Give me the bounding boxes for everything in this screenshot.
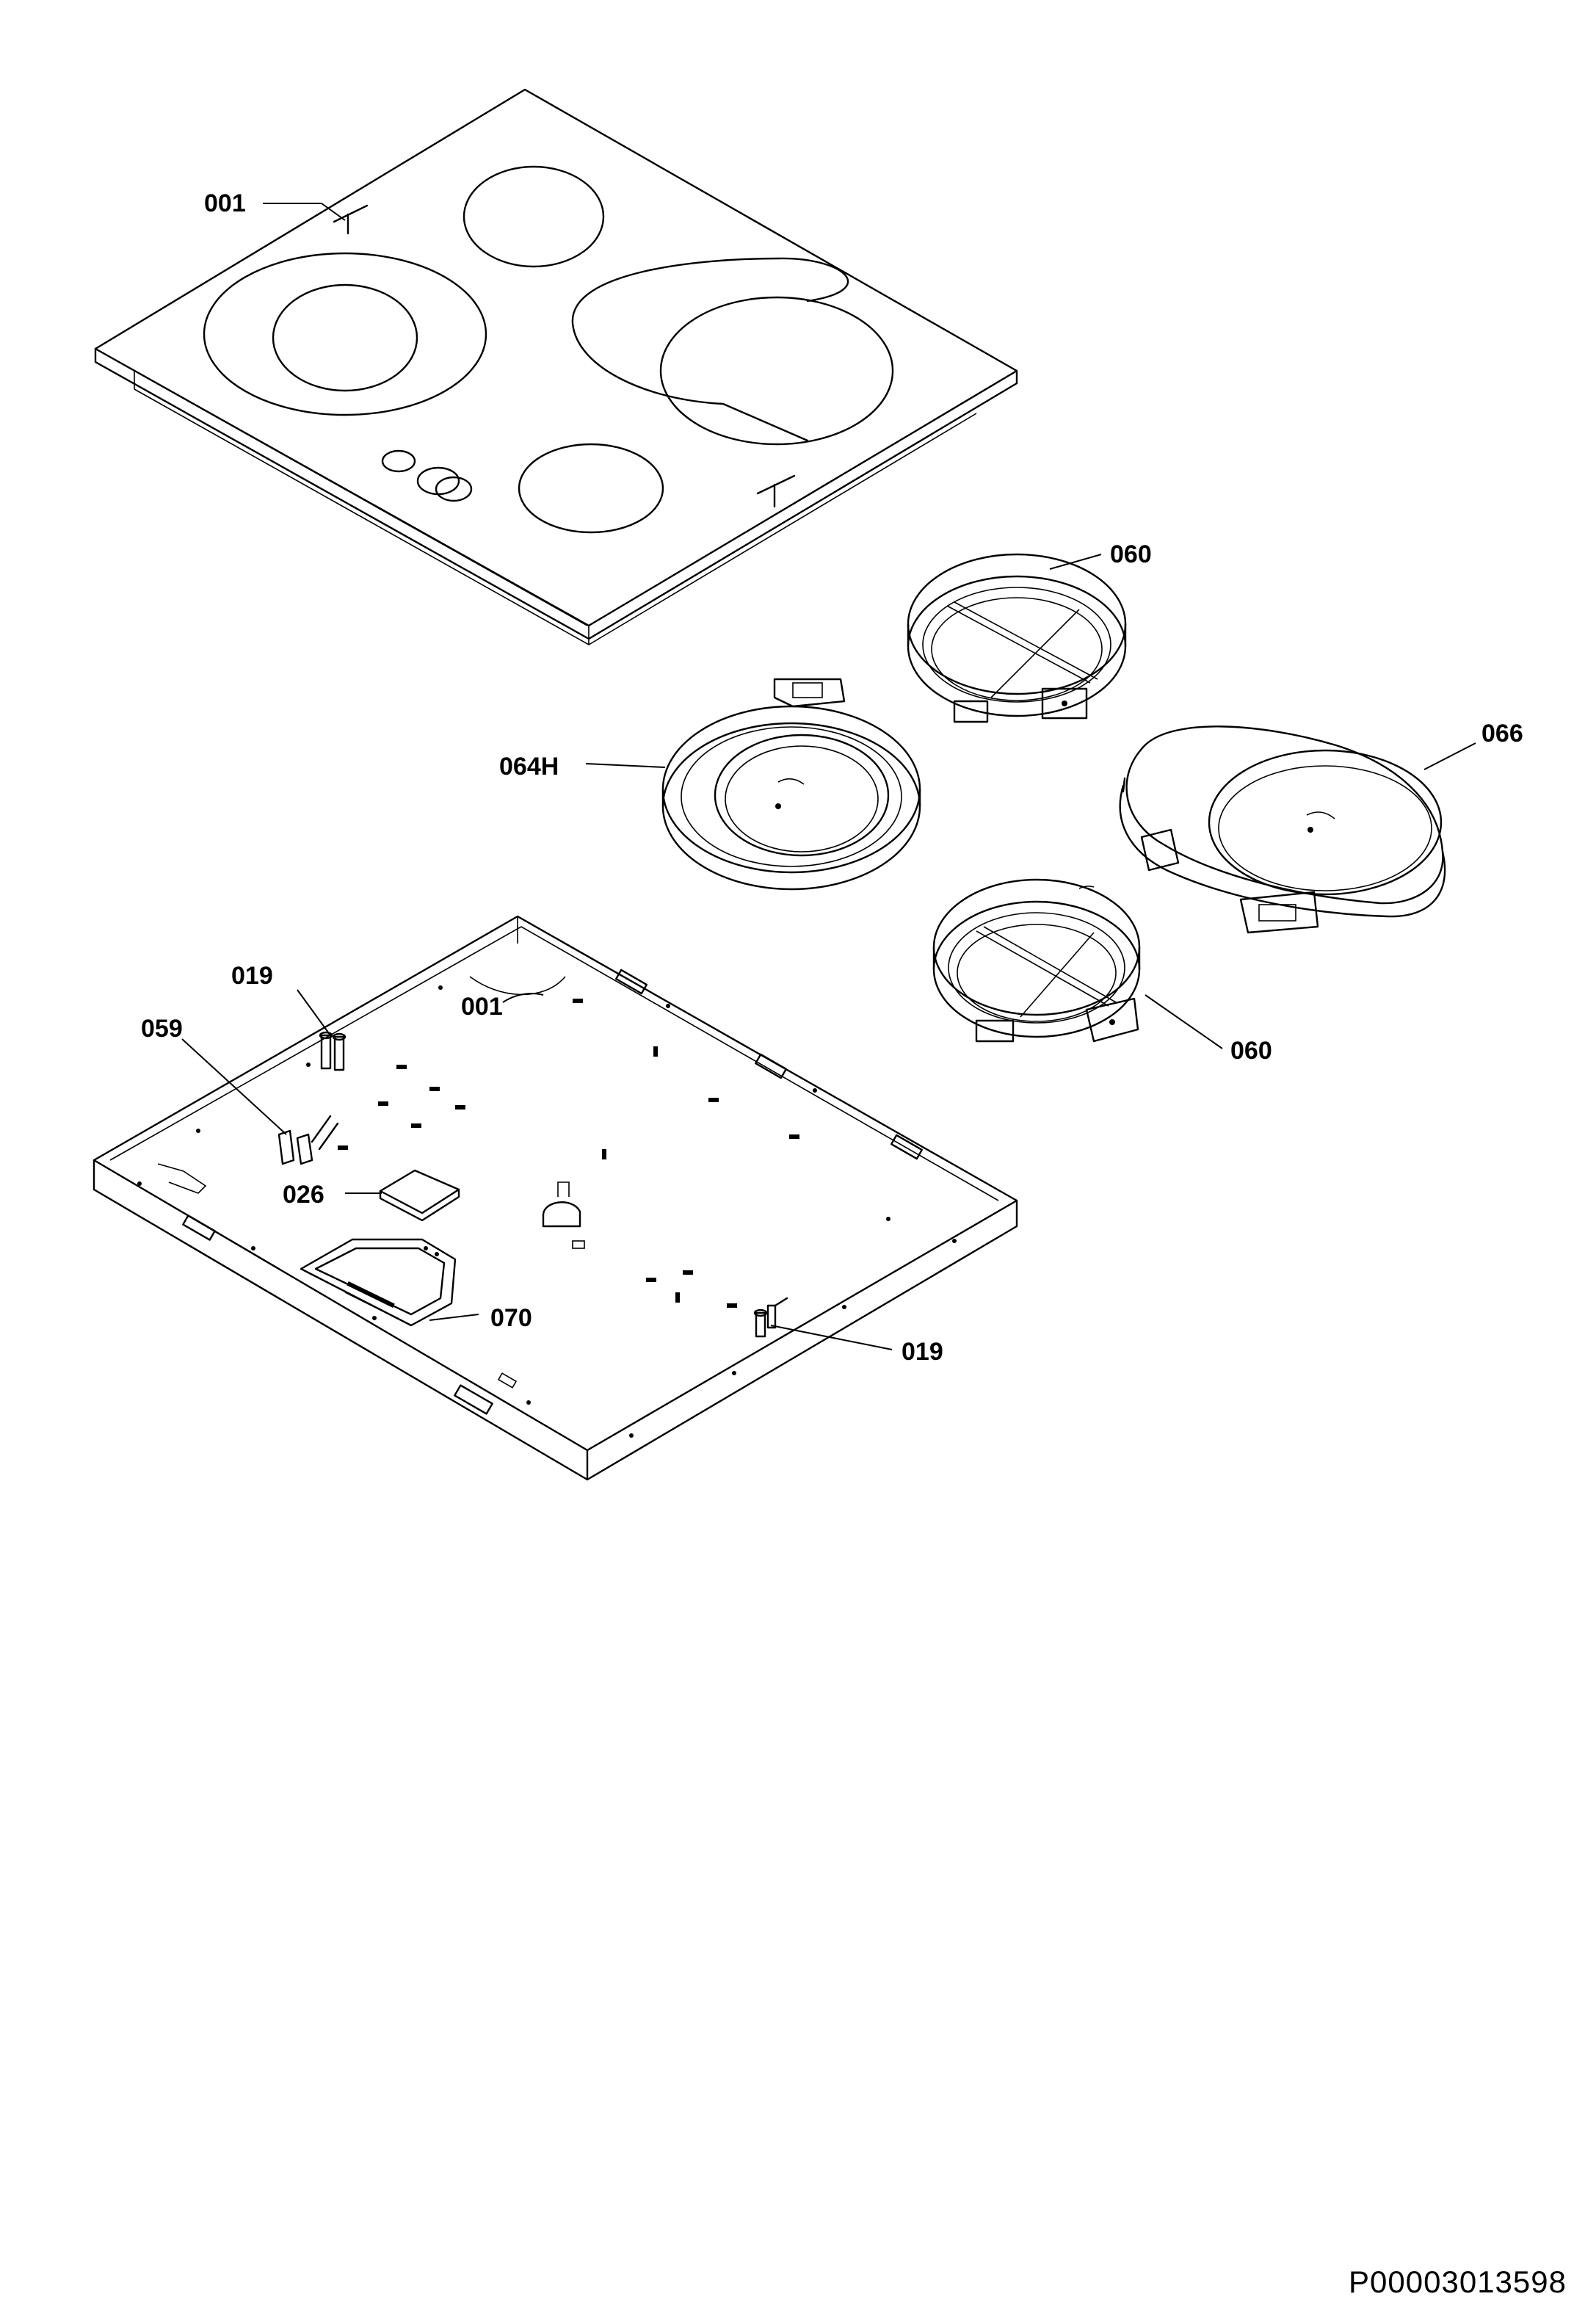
label-frame-top: 001	[461, 993, 503, 1021]
cable-duct	[300, 1238, 457, 1327]
heating-element-lower	[932, 878, 1141, 1043]
label-sensor: 059	[141, 1015, 183, 1043]
label-element-upper: 060	[1110, 540, 1152, 568]
clamp-left	[319, 1031, 347, 1071]
label-clamp-right: 019	[902, 1338, 943, 1366]
hob-frame-tray	[93, 915, 1018, 1481]
zone-rear-left	[463, 165, 605, 268]
label-element-lower: 060	[1230, 1037, 1272, 1065]
clamp-right	[753, 1297, 788, 1338]
temperature-sensor	[278, 1115, 339, 1165]
alignment-mark-front	[756, 474, 796, 508]
zone-oval-outer	[571, 257, 809, 442]
control-knob-1	[381, 449, 416, 473]
label-insulation: 026	[283, 1181, 324, 1209]
control-knob-3	[435, 476, 473, 502]
glass-ceramic-hob-top	[94, 88, 1018, 645]
zone-front-right	[518, 443, 664, 534]
leader-lines	[181, 203, 1476, 1350]
zone-front-left-outer	[203, 252, 487, 416]
label-element-large: 064H	[499, 753, 559, 781]
label-cable-duct: 070	[490, 1304, 532, 1332]
heating-element-large	[661, 678, 921, 891]
heating-element-upper	[907, 553, 1127, 723]
label-clamp-left: 019	[231, 962, 273, 990]
zone-oval-inner	[659, 296, 894, 446]
label-element-oval: 066	[1481, 720, 1523, 748]
alignment-mark-rear	[333, 204, 369, 235]
document-id: P00003013598	[1349, 2265, 1567, 2299]
control-knob-2	[416, 466, 460, 496]
zone-front-left-inner	[272, 283, 418, 392]
heating-element-oval	[1119, 725, 1446, 934]
insulation-pad	[379, 1169, 460, 1222]
label-glass-top: 001	[204, 189, 246, 217]
